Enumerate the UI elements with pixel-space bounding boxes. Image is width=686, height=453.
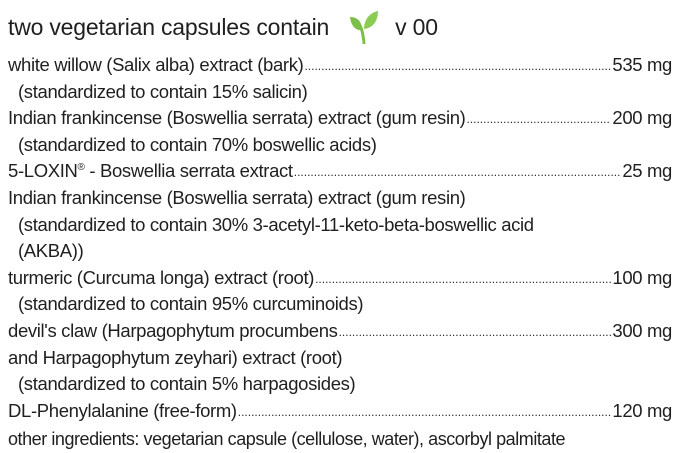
brand-name: 5-LOXIN <box>8 160 78 182</box>
ingredient-amount: 25 mg <box>622 160 672 182</box>
product-code: v 00 <box>395 13 438 40</box>
standardization-text: (standardized to contain 5% harpagosides… <box>18 373 356 395</box>
ingredient-amount: 300 mg <box>612 319 672 341</box>
ingredient-row: Indian frankincense (Boswellia serrata) … <box>8 105 672 132</box>
dot-leader <box>339 319 612 345</box>
ingredient-list: white willow (Salix alba) extract (bark)… <box>8 52 672 453</box>
other-ingredients-text: other ingredients: vegetarian capsule (c… <box>8 429 566 450</box>
ingredient-note: (standardized to contain 95% curcuminoid… <box>8 291 672 318</box>
ingredient-note: (standardized to contain 30% 3-acetyl-11… <box>8 212 672 239</box>
ingredient-row: turmeric (Curcuma longa) extract (root) … <box>8 265 672 292</box>
dot-leader <box>304 53 611 79</box>
ingredient-amount: 100 mg <box>612 266 672 288</box>
other-ingredients: other ingredients: vegetarian capsule (c… <box>8 424 672 453</box>
ingredient-name: white willow (Salix alba) extract (bark) <box>8 54 304 75</box>
ingredient-amount: 120 mg <box>612 399 672 421</box>
ingredient-amount: 535 mg <box>612 54 672 75</box>
ingredient-line: and Harpagophytum zeyhari) extract (root… <box>8 345 672 372</box>
standardization-text: (standardized to contain 15% salicin) <box>18 80 308 102</box>
serving-header: two vegetarian capsules contain v 00 <box>8 6 438 48</box>
ingredient-note: (AKBA)) <box>8 238 672 265</box>
dot-leader <box>238 399 612 425</box>
ingredient-name: devil's claw (Harpagophytum procumbens <box>8 319 338 341</box>
leaf-icon <box>350 11 379 44</box>
ingredient-name: turmeric (Curcuma longa) extract (root) <box>8 266 315 288</box>
standardization-text: (standardized to contain 30% 3-acetyl-11… <box>18 213 534 235</box>
dot-leader <box>315 266 611 292</box>
standardization-text: (AKBA)) <box>18 240 84 262</box>
ingredient-row: DL-Phenylalanine (free-form) 120 mg <box>8 398 672 425</box>
ingredient-note: (standardized to contain 5% harpagosides… <box>8 371 672 398</box>
ingredient-name: Indian frankincense (Boswellia serrata) … <box>8 186 466 208</box>
ingredient-row: 5-LOXIN® - Boswellia serrata extract 25 … <box>8 158 672 185</box>
dot-leader <box>294 159 622 185</box>
registered-mark: ® <box>77 162 85 174</box>
ingredient-row: white willow (Salix alba) extract (bark)… <box>8 52 672 79</box>
ingredient-name: DL-Phenylalanine (free-form) <box>8 399 237 421</box>
ingredient-name: Indian frankincense (Boswellia serrata) … <box>8 107 466 129</box>
ingredient-row: devil's claw (Harpagophytum procumbens 3… <box>8 318 672 345</box>
ingredient-name-rest: - Boswellia serrata extract <box>84 160 293 182</box>
dot-leader <box>466 106 611 132</box>
standardization-text: (standardized to contain 95% curcuminoid… <box>18 293 364 315</box>
ingredient-name: 5-LOXIN® - Boswellia serrata extract <box>8 158 293 185</box>
ingredient-name: and Harpagophytum zeyhari) extract (root… <box>8 346 343 368</box>
ingredient-amount: 200 mg <box>612 107 672 129</box>
ingredient-note: (standardized to contain 15% salicin) <box>8 79 672 106</box>
ingredient-line: Indian frankincense (Boswellia serrata) … <box>8 185 672 212</box>
standardization-text: (standardized to contain 70% boswellic a… <box>18 133 377 155</box>
ingredient-note: (standardized to contain 70% boswellic a… <box>8 132 672 159</box>
serving-title: two vegetarian capsules contain <box>8 13 330 40</box>
